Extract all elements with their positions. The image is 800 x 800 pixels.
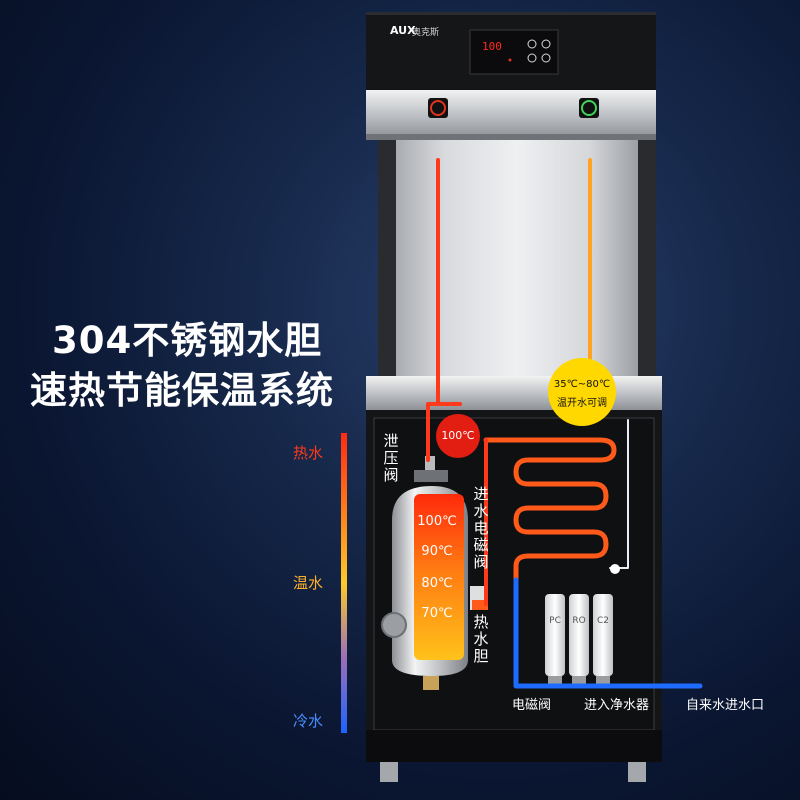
relief-valve-label: 泄压阀 xyxy=(383,432,399,484)
control-panel xyxy=(469,29,559,75)
boil-temp-badge-circle xyxy=(436,414,480,458)
scale-warm-label: 温水 xyxy=(293,574,324,592)
filters xyxy=(545,594,613,684)
scale-hot-label: 热水 xyxy=(293,444,324,462)
hot-pipe xyxy=(426,158,440,462)
boil-temp-badge: 100℃ xyxy=(441,429,475,442)
tank-temp-100: 100℃ xyxy=(417,514,457,529)
dispense-head xyxy=(366,90,656,138)
dispense-cavity xyxy=(396,140,638,378)
warm-range-badge: 35℃~80℃ xyxy=(553,379,611,390)
inlet-solenoid-label: 进水电磁阀 xyxy=(473,485,489,571)
headline-line2: 速热节能保温系统 xyxy=(30,369,334,412)
filter-ro-label: RO xyxy=(572,616,586,626)
temperature-scale-bar xyxy=(341,433,347,733)
tap-inlet-label: 自来水进水口 xyxy=(686,698,765,713)
cold-pipe xyxy=(513,577,703,689)
scale-cold-label: 冷水 xyxy=(293,712,324,730)
tank-temp-70: 70℃ xyxy=(421,606,453,621)
brand-logo: AUX xyxy=(390,24,416,37)
hot-tank-label: 热水胆 xyxy=(473,613,489,665)
brand-name: 奥克斯 xyxy=(412,28,440,38)
display-readout: 100 xyxy=(482,40,502,53)
warm-range-badge-circle xyxy=(548,358,616,426)
heat-exchange-coil xyxy=(483,437,617,583)
enter-purifier-label: 进入净水器 xyxy=(584,698,650,713)
headline-line1: 304不锈钢水胆 xyxy=(52,319,323,362)
tank-heat-level xyxy=(414,494,464,660)
tank-temp-90: 90℃ xyxy=(421,544,453,559)
drip-tray xyxy=(366,376,662,410)
warm-adjustable-badge: 温开水可调 xyxy=(557,398,607,409)
filter-c2-label: C2 xyxy=(596,616,609,626)
filter-pc-label: PC xyxy=(549,616,561,626)
solenoid-valve-label: 电磁阀 xyxy=(512,698,552,713)
tank-temp-80: 80℃ xyxy=(421,576,453,591)
